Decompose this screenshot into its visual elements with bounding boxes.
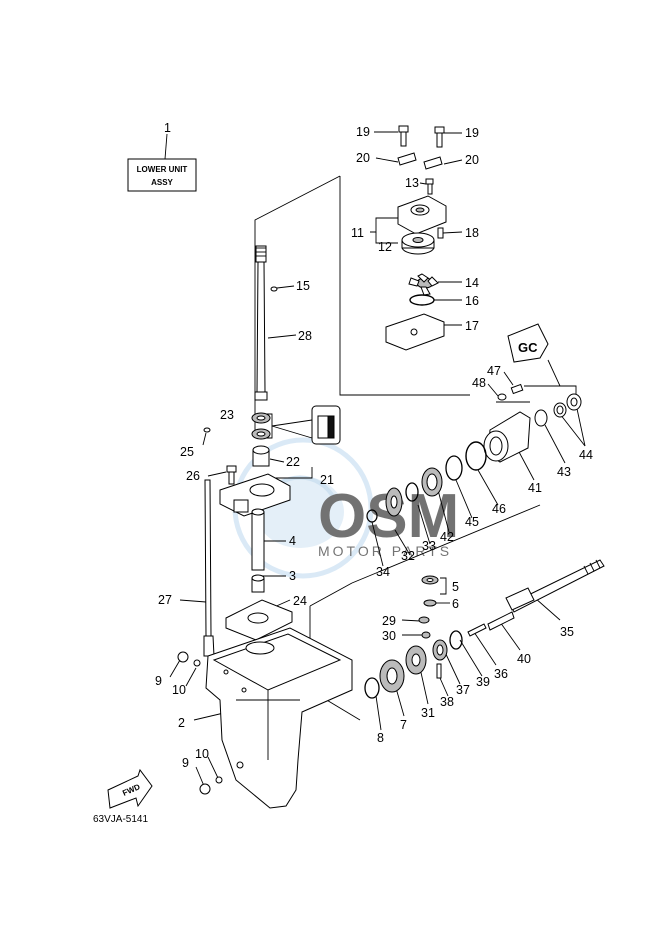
part-label-30: 30 xyxy=(382,629,396,643)
part-label-18: 18 xyxy=(465,226,479,240)
part-label-16: 16 xyxy=(465,294,479,308)
part-label-35: 35 xyxy=(560,625,574,639)
part-label-32: 32 xyxy=(401,549,415,563)
part-label-45: 45 xyxy=(465,515,479,529)
part-label-48: 48 xyxy=(472,376,486,390)
part-label-20-right: 20 xyxy=(465,153,479,167)
part-label-42: 42 xyxy=(440,530,454,544)
part-label-47: 47 xyxy=(487,364,501,378)
grease-symbol: GC xyxy=(507,323,549,363)
part-label-7: 7 xyxy=(400,718,407,732)
part-number-labels: 1 2 3 4 5 6 7 8 9 9 10 10 11 12 13 14 15… xyxy=(155,121,593,770)
part-label-13: 13 xyxy=(405,176,419,190)
part-label-39: 39 xyxy=(476,675,490,689)
part-label-37: 37 xyxy=(456,683,470,697)
lower-case-2 xyxy=(205,627,353,809)
part-label-38: 38 xyxy=(440,695,454,709)
part-label-25: 25 xyxy=(180,445,194,459)
part-label-23: 23 xyxy=(220,408,234,422)
part-label-26: 26 xyxy=(186,469,200,483)
part-label-19-right: 19 xyxy=(465,126,479,140)
part-label-19-left: 19 xyxy=(356,125,370,139)
part-label-4: 4 xyxy=(289,534,296,548)
bolt-19-right xyxy=(434,126,445,148)
part-label-11: 11 xyxy=(351,226,364,240)
assembly-label-line1: LOWER UNIT xyxy=(137,165,188,174)
part-label-24: 24 xyxy=(293,594,307,608)
part-label-22: 22 xyxy=(286,455,300,469)
part-label-12: 12 xyxy=(378,240,392,254)
drawing-code: 63VJA-5141 xyxy=(93,814,148,825)
parts-illustration: FWD GC xyxy=(107,125,605,809)
part-label-17: 17 xyxy=(465,319,479,333)
watermark-small: MOTOR PARTS xyxy=(318,543,452,559)
part-label-14: 14 xyxy=(465,276,479,290)
part-label-28: 28 xyxy=(298,329,312,343)
part-label-6: 6 xyxy=(452,597,459,611)
part-label-5: 5 xyxy=(452,580,459,594)
part-label-9: 9 xyxy=(155,674,162,688)
part-label-33: 33 xyxy=(422,539,436,553)
part-label-41: 41 xyxy=(528,481,542,495)
part-label-9b: 9 xyxy=(182,756,189,770)
assembly-label-line2: ASSY xyxy=(151,178,173,187)
assembly-label: LOWER UNIT ASSY xyxy=(127,158,197,192)
part-label-31: 31 xyxy=(421,706,435,720)
part-label-44: 44 xyxy=(579,448,593,462)
part-label-27: 27 xyxy=(158,593,172,607)
grease-label: GC xyxy=(518,340,538,355)
leader-lines xyxy=(164,131,586,787)
impeller-14 xyxy=(408,273,439,296)
part-label-1: 1 xyxy=(164,121,171,135)
part-label-46: 46 xyxy=(492,502,506,516)
part-label-8: 8 xyxy=(377,731,384,745)
part-label-34: 34 xyxy=(376,565,390,579)
bolt-19-left xyxy=(398,125,409,147)
part-label-43: 43 xyxy=(557,465,571,479)
part-label-15: 15 xyxy=(296,279,310,293)
part-label-10: 10 xyxy=(172,683,186,697)
part-label-2: 2 xyxy=(178,716,185,730)
part-label-29: 29 xyxy=(382,614,396,628)
part-label-36: 36 xyxy=(494,667,508,681)
part-label-10b: 10 xyxy=(195,747,209,761)
part-label-40: 40 xyxy=(517,652,531,666)
part-label-21: 21 xyxy=(320,473,334,487)
part-label-20-left: 20 xyxy=(356,151,370,165)
fwd-arrow: FWD xyxy=(107,768,153,809)
part-label-3: 3 xyxy=(289,569,296,583)
